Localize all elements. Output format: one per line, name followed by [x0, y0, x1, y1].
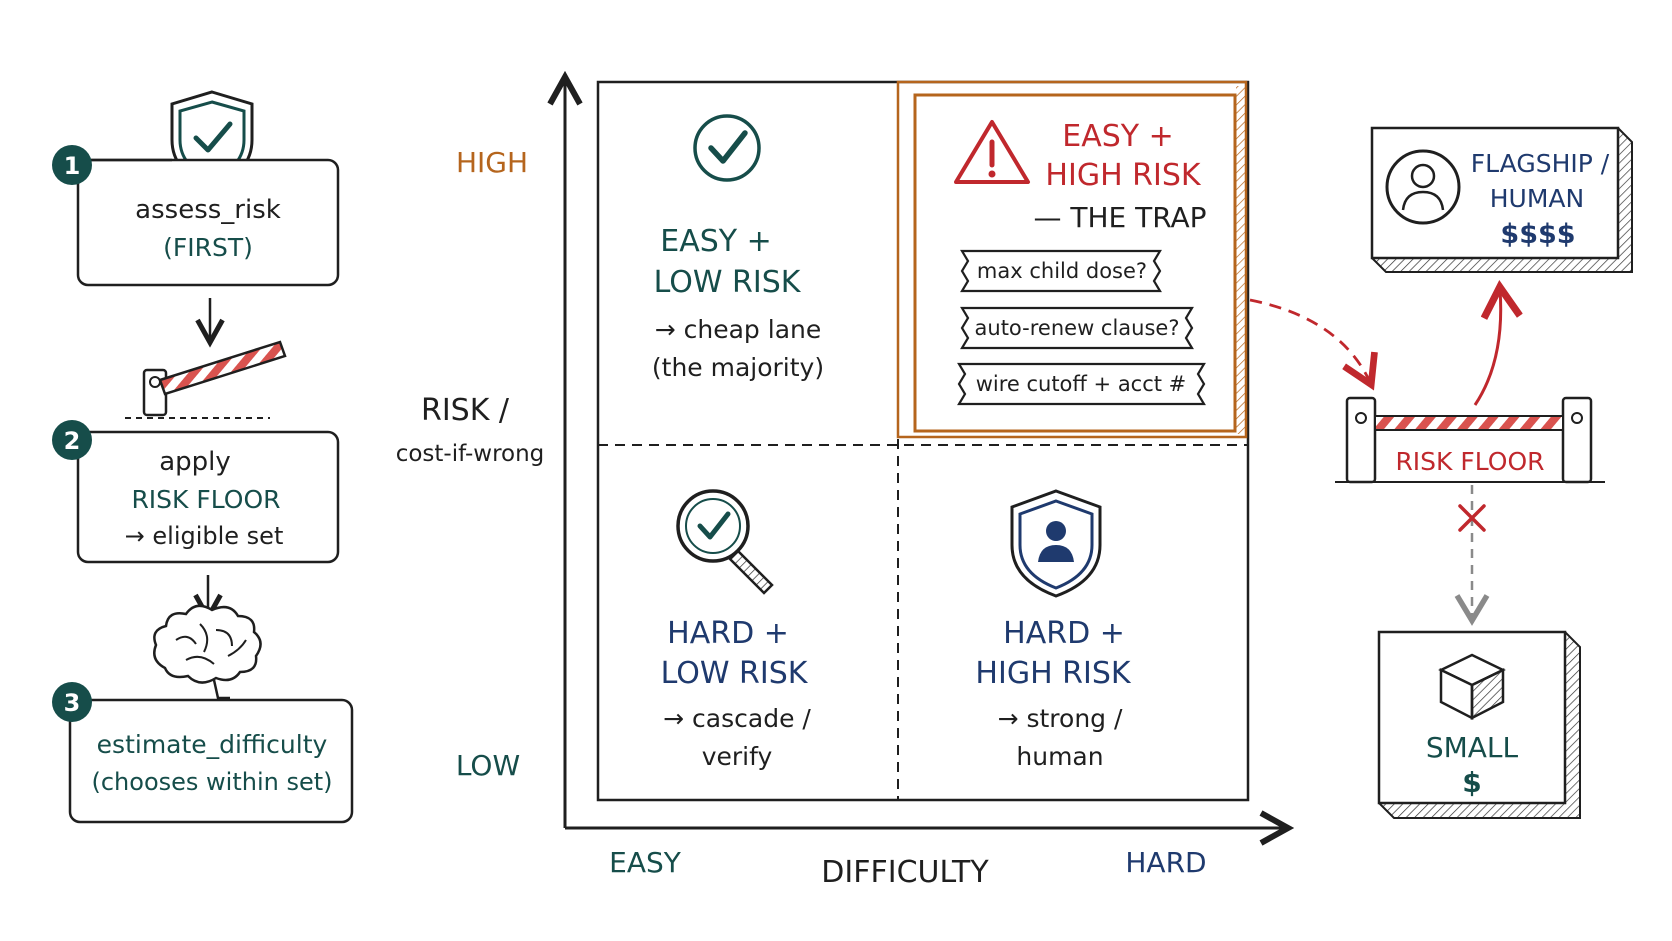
y-axis-title: RISK /	[421, 393, 510, 428]
brain-icon	[153, 604, 262, 700]
flagship-box: FLAGSHIP / HUMAN $$$$	[1370, 126, 1633, 273]
step-1-title: assess_risk	[135, 195, 281, 225]
barrier-post-right	[1561, 396, 1593, 484]
quadrant-easy-low-desc-1: → cheap lane	[655, 315, 822, 344]
step-2-result: → eligible set	[125, 522, 284, 550]
barrier-gate-icon	[125, 340, 287, 419]
quadrant-hard-low-title-1: HARD +	[667, 616, 789, 651]
person-icon	[1385, 149, 1461, 225]
risk-floor-label: RISK FLOOR	[1395, 447, 1544, 476]
small-label: SMALL	[1426, 731, 1519, 764]
shield-person-icon	[1010, 489, 1102, 598]
small-cost: $	[1462, 766, 1481, 799]
quadrant-hard-low-desc-1: → cascade /	[663, 704, 811, 733]
trap-inner-frame	[913, 93, 1237, 433]
flagship-cost: $$$$	[1500, 219, 1575, 250]
step-3-number: 3	[64, 689, 81, 717]
quadrant-hard-high-title-1: HARD +	[1003, 616, 1125, 651]
step-1-subtitle: (FIRST)	[163, 233, 253, 262]
step-1-badge	[52, 145, 92, 185]
y-high-label: HIGH	[456, 146, 528, 179]
step-2: 2 apply RISK FLOOR → eligible set	[52, 340, 340, 564]
example-tag-3-text: wire cutoff + acct #	[976, 372, 1187, 396]
quadrant-easy-low: EASY + LOW RISK → cheap lane (the majori…	[652, 114, 824, 382]
x-axis-title: DIFFICULTY	[821, 855, 989, 890]
quadrant-hard-high-desc-1: → strong /	[998, 704, 1123, 733]
y-low-label: LOW	[456, 749, 520, 782]
step-2-title: apply	[159, 447, 231, 477]
quadrant-easy-high: EASY + HIGH RISK — THE TRAP max child do…	[896, 80, 1248, 439]
step-3: 3 estimate_difficulty (chooses within se…	[52, 604, 354, 824]
quadrant-easy-high-title-2: HIGH RISK	[1045, 158, 1201, 193]
barrier-bar	[1374, 415, 1564, 431]
quadrant-easy-low-title-2: LOW RISK	[654, 265, 802, 300]
example-tag-1-text: max child dose?	[977, 259, 1147, 283]
step-3-box	[68, 698, 354, 824]
warning-icon	[954, 120, 1030, 184]
example-tag-2: auto-renew clause?	[960, 306, 1194, 350]
step-2-box	[76, 430, 340, 564]
quadrant-hard-high-desc-2: human	[1016, 742, 1103, 771]
step-3-title: estimate_difficulty	[97, 730, 328, 759]
y-axis-subtitle: cost-if-wrong	[396, 441, 545, 467]
check-circle-icon	[693, 114, 761, 182]
quadrant-easy-low-desc-2: (the majority)	[652, 353, 824, 382]
step-1-number: 1	[64, 152, 81, 180]
step-1: 1 assess_risk (FIRST)	[52, 90, 340, 287]
quadrant-hard-high-title-2: HIGH RISK	[975, 656, 1131, 691]
step-2-badge	[52, 420, 92, 460]
quadrant-easy-high-subtitle: — THE TRAP	[1033, 201, 1206, 234]
magnifier-check-icon	[676, 489, 774, 595]
step-3-subtitle: (chooses within set)	[91, 768, 332, 796]
quadrant-hard-low-desc-2: verify	[702, 742, 773, 771]
quadrant-hard-high: HARD + HIGH RISK → strong / human	[975, 489, 1132, 771]
flagship-label-1: FLAGSHIP /	[1471, 149, 1610, 178]
floor-to-flagship-arrow	[1473, 290, 1501, 406]
step-2-floor-label: RISK FLOOR	[131, 485, 280, 514]
step-2-number: 2	[64, 427, 81, 455]
quadrant-hard-low: HARD + LOW RISK → cascade / verify	[661, 489, 811, 771]
quadrant-easy-low-title-1: EASY +	[660, 224, 772, 259]
flagship-label-2: HUMAN	[1490, 184, 1584, 213]
quadrant-hard-low-title-2: LOW RISK	[661, 656, 809, 691]
small-box: SMALL $	[1377, 630, 1581, 819]
blocked-x-icon	[1458, 504, 1486, 532]
step-3-badge	[52, 682, 92, 722]
barrier-post-left	[1345, 396, 1377, 484]
cube-icon	[1438, 653, 1506, 721]
example-tag-1: max child dose?	[960, 249, 1162, 293]
trap-shadow	[1236, 86, 1246, 434]
example-tag-2-text: auto-renew clause?	[975, 316, 1180, 340]
step-1-box	[76, 158, 340, 287]
quadrant-easy-high-title-1: EASY +	[1062, 119, 1174, 154]
x-hard-label: HARD	[1125, 846, 1206, 879]
risk-floor-barrier: RISK FLOOR	[1335, 396, 1605, 484]
chart-axes: HIGH LOW RISK / cost-if-wrong EASY DIFFI…	[396, 80, 1285, 890]
x-easy-label: EASY	[609, 846, 682, 879]
trap-to-floor-arrow	[1249, 298, 1370, 382]
example-tag-3: wire cutoff + acct #	[957, 362, 1206, 406]
